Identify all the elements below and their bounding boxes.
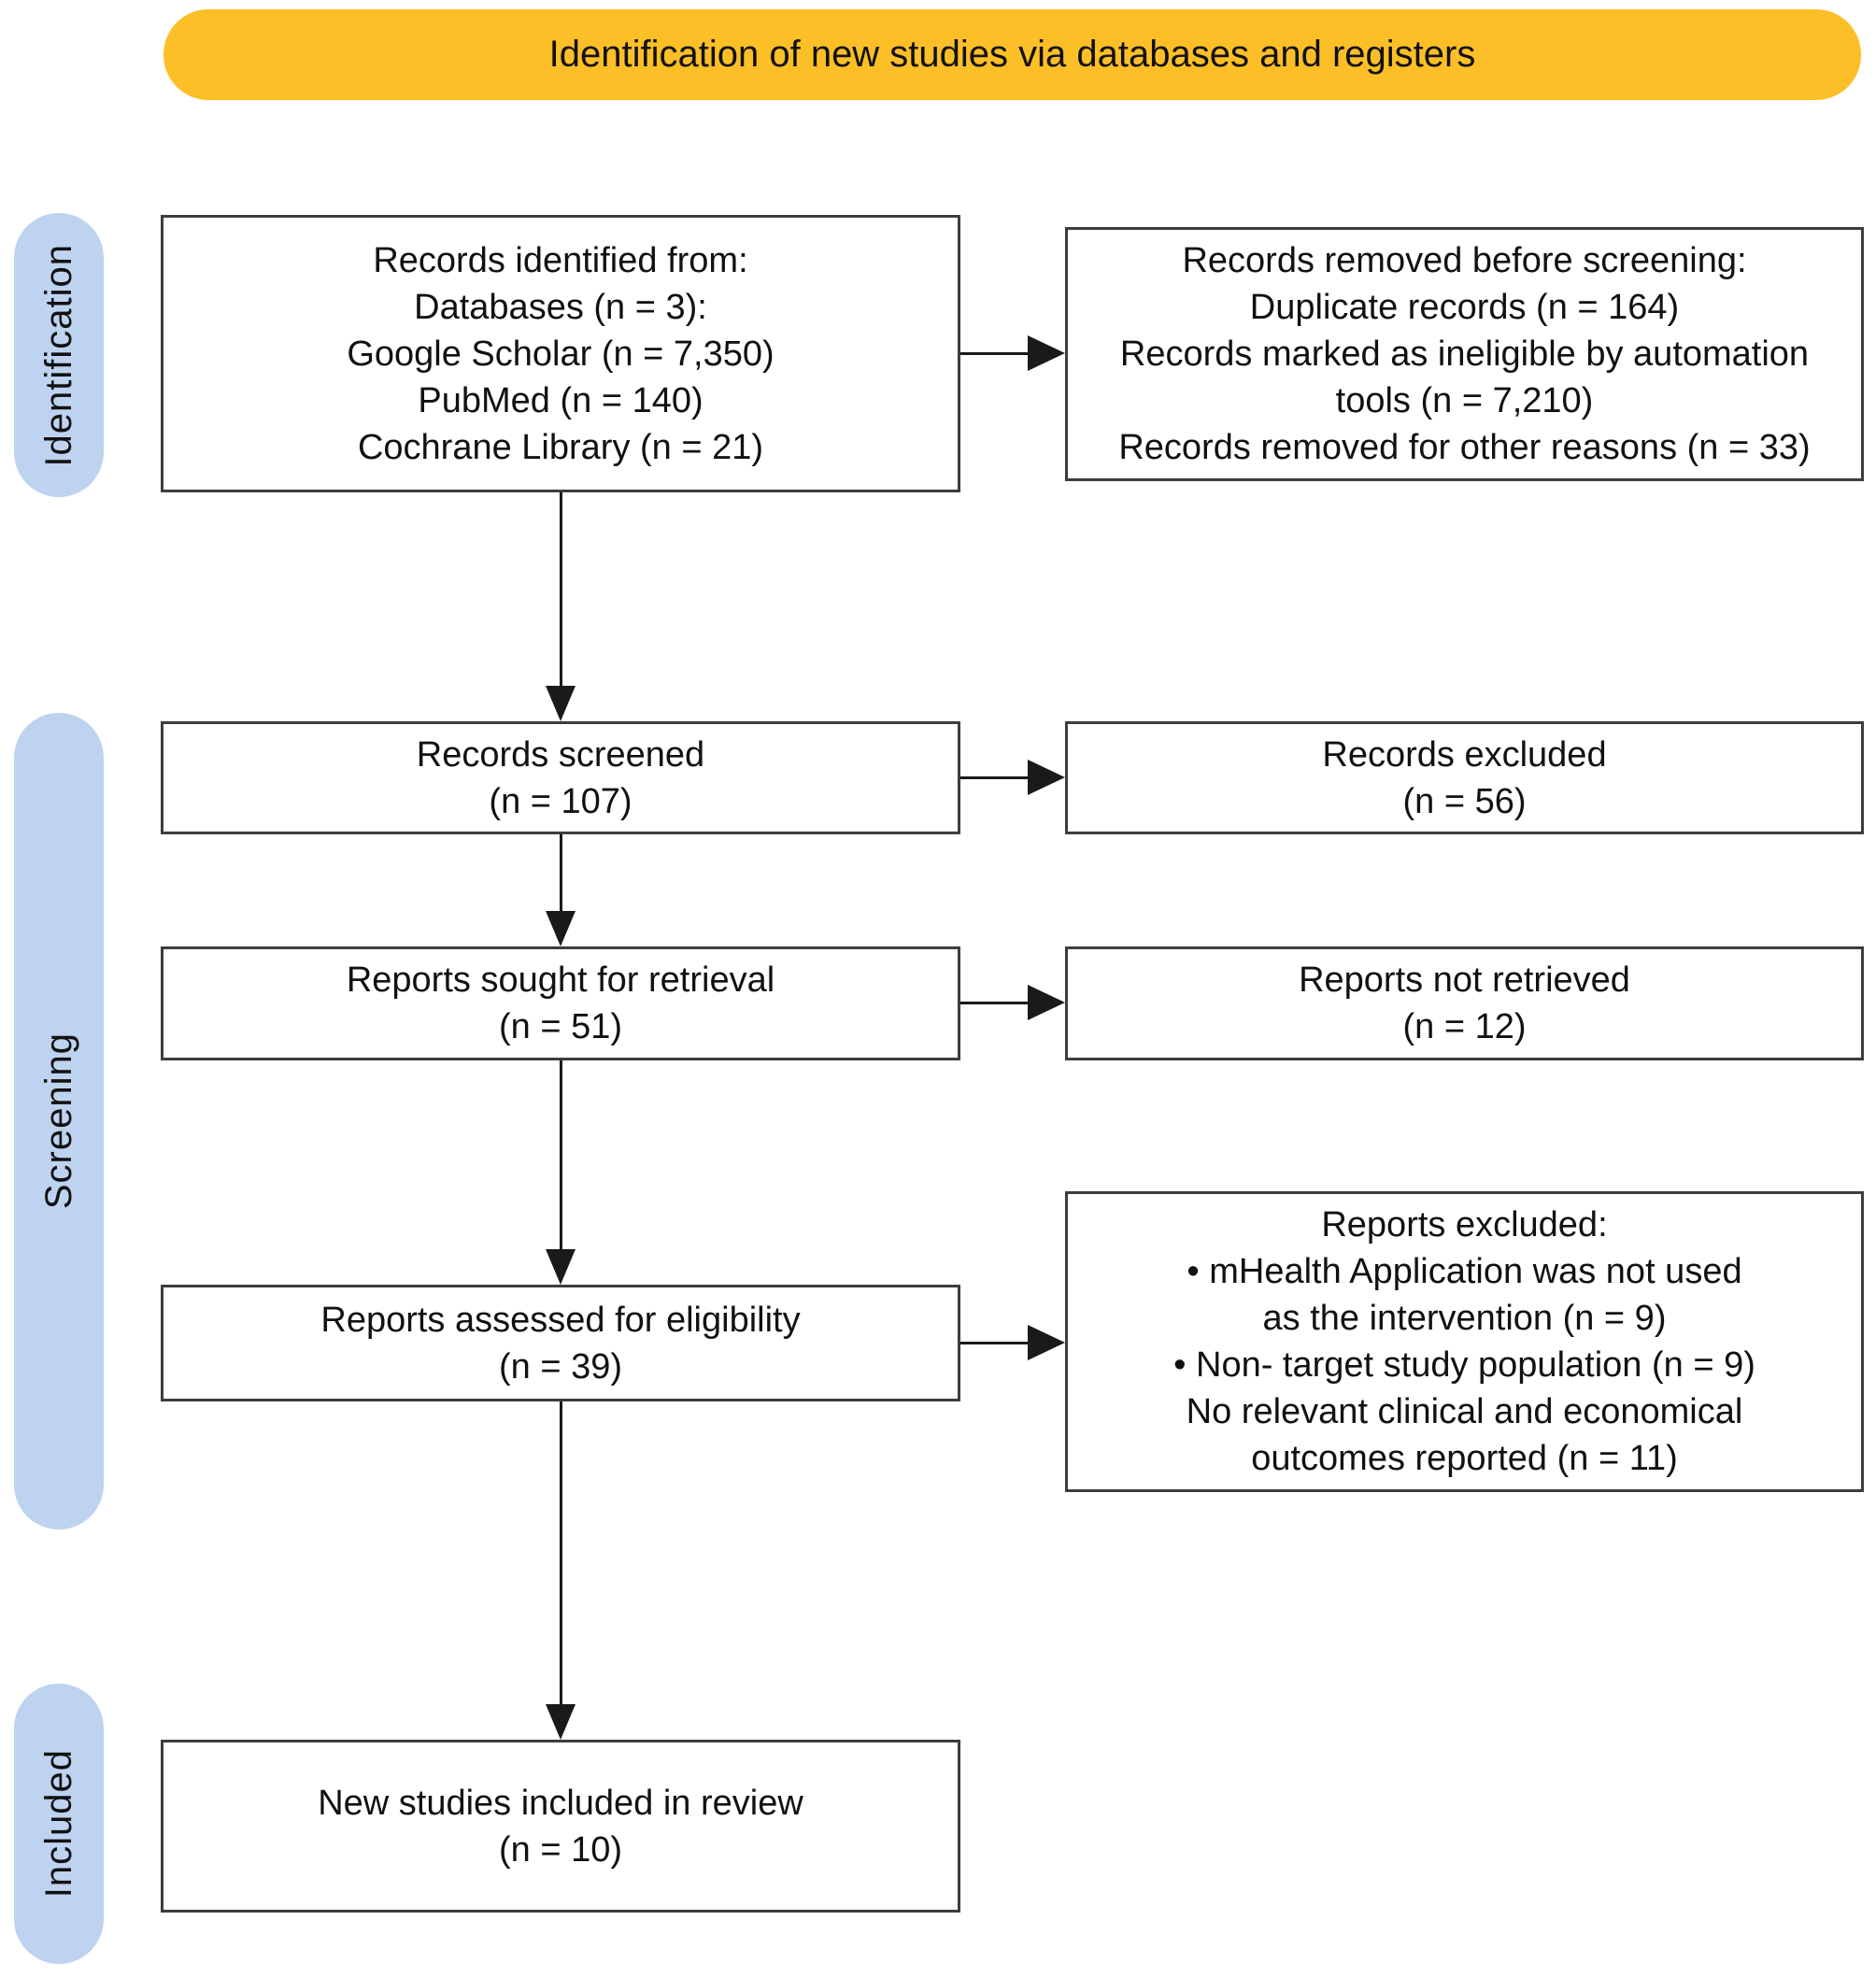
box-reports-not-retrieved: Reports not retrieved (n = 12)	[1065, 946, 1864, 1060]
stage-pill-included: Included	[14, 1684, 104, 1964]
text-line: • Non- target study population (n = 9)	[1173, 1345, 1755, 1385]
arrow-assessed-to-included	[560, 1401, 562, 1704]
stage-pill-screening: Screening	[14, 713, 104, 1529]
box-reports-sought: Reports sought for retrieval (n = 51)	[161, 946, 960, 1060]
text-line: Reports sought for retrieval	[346, 960, 775, 1000]
text-line: PubMed (n = 140)	[418, 380, 704, 420]
arrow-identified-to-removed	[960, 352, 1028, 355]
text-line: as the intervention (n = 9)	[1262, 1299, 1667, 1338]
box-records-identified: Records identified from: Databases (n = 3…	[161, 215, 960, 492]
arrow-screened-to-sought	[560, 834, 562, 911]
box-reports-excluded: Reports excluded: • mHealth Application w…	[1065, 1191, 1864, 1492]
text-line: (n = 12)	[1402, 1007, 1527, 1046]
arrow-screened-to-excluded	[960, 776, 1028, 779]
arrowhead-sought-to-not-retrieved	[1028, 985, 1065, 1020]
arrowhead-screened-to-excluded	[1028, 760, 1065, 795]
text-line: Records removed for other reasons (n = 3…	[1118, 428, 1811, 467]
box-records-removed: Records removed before screening: Duplica…	[1065, 227, 1864, 481]
stage-pill-identification: Identification	[14, 213, 104, 497]
text-line: Reports not retrieved	[1299, 960, 1630, 1000]
box-records-screened: Records screened (n = 107)	[161, 721, 960, 834]
arrow-sought-to-not-retrieved	[960, 1002, 1028, 1004]
title-banner: Identification of new studies via databa…	[163, 9, 1861, 100]
arrowhead-assessed-to-included	[546, 1704, 576, 1740]
text-line: Records removed before screening:	[1182, 241, 1747, 280]
arrow-assessed-to-reports-excluded	[960, 1342, 1028, 1344]
text-line: Google Scholar (n = 7,350)	[347, 334, 775, 374]
text-line: Duplicate records (n = 164)	[1249, 288, 1680, 327]
text-line: (n = 56)	[1402, 781, 1527, 821]
stage-label-included: Included	[37, 1749, 79, 1899]
text-line: outcomes reported (n = 11)	[1251, 1439, 1678, 1478]
stage-label-screening: Screening	[37, 1032, 79, 1210]
text-line: Databases (n = 3):	[414, 287, 707, 327]
text-line: (n = 51)	[498, 1007, 623, 1046]
arrowhead-screened-to-sought	[546, 911, 576, 946]
text-line: Records marked as ineligible by automati…	[1119, 334, 1810, 374]
arrowhead-sought-to-assessed	[546, 1249, 576, 1285]
text-line: (n = 10)	[498, 1829, 623, 1870]
arrow-identified-to-screened	[560, 492, 562, 686]
box-reports-assessed: Reports assessed for eligibility (n = 39)	[161, 1285, 960, 1401]
box-new-studies-included: New studies included in review (n = 10)	[161, 1740, 960, 1913]
text-line: No relevant clinical and economical	[1186, 1392, 1743, 1431]
text-line: • mHealth Application was not used	[1187, 1252, 1742, 1291]
box-records-excluded: Records excluded (n = 56)	[1065, 721, 1864, 834]
text-line: (n = 107)	[489, 781, 632, 821]
text-line: Reports excluded:	[1321, 1205, 1608, 1245]
text-line: (n = 39)	[498, 1346, 623, 1387]
arrowhead-assessed-to-reports-excluded	[1028, 1325, 1065, 1360]
text-line: Cochrane Library (n = 21)	[357, 427, 764, 467]
arrowhead-identified-to-screened	[546, 686, 576, 721]
text-line: Records excluded	[1322, 734, 1607, 775]
text-line: New studies included in review	[318, 1783, 803, 1823]
stage-label-identification: Identification	[37, 243, 79, 467]
text-line: tools (n = 7,210)	[1335, 381, 1594, 420]
text-line: Records identified from:	[373, 240, 748, 280]
title-banner-label: Identification of new studies via databa…	[548, 34, 1476, 75]
arrow-sought-to-assessed	[560, 1060, 562, 1249]
arrowhead-identified-to-removed	[1028, 335, 1065, 371]
text-line: Records screened	[416, 734, 705, 775]
text-line: Reports assessed for eligibility	[320, 1300, 801, 1340]
